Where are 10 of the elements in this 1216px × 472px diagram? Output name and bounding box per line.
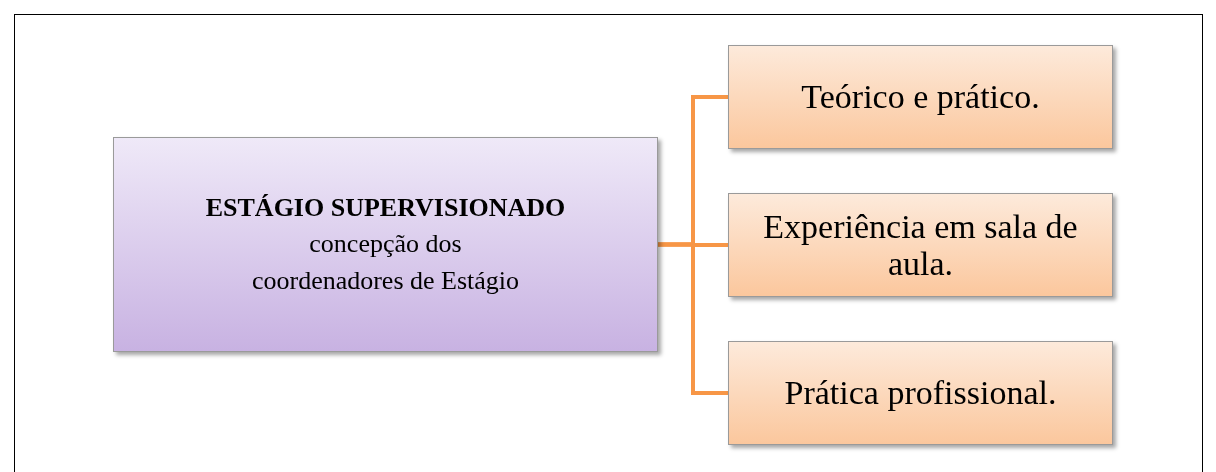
title-box <box>113 137 658 352</box>
topic-box <box>728 193 1113 297</box>
subtitle-text: concepção dos coordenadores de Estágio <box>250 228 521 297</box>
topic-text: Experiência em sala de aula. <box>762 207 1079 283</box>
heading-text: ESTÁGIO SUPERVISIONADO <box>205 191 566 224</box>
topic-box <box>728 341 1113 445</box>
topic-text: Teórico e prático. <box>800 78 1041 116</box>
connector-line <box>658 242 728 395</box>
topic-box <box>728 45 1113 149</box>
topic-text: Prática profissional. <box>783 374 1058 412</box>
